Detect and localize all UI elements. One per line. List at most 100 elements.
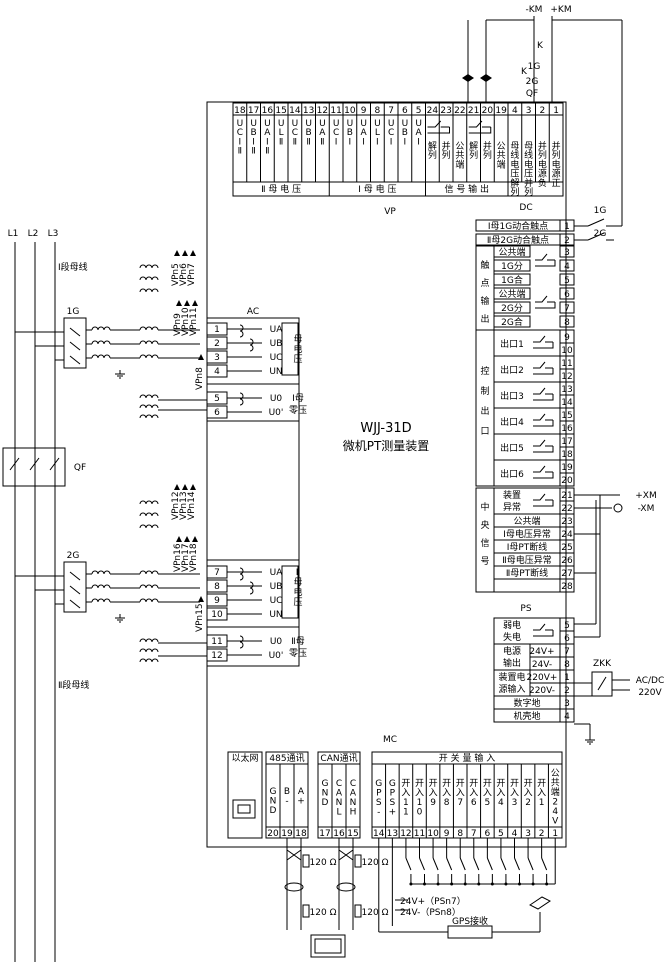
qf-breaker-box bbox=[2, 447, 66, 487]
mc-pin-number: 3 bbox=[525, 829, 531, 839]
zkk-label: ZKK bbox=[593, 659, 612, 669]
vpn-label: VPn15 bbox=[195, 603, 205, 632]
vp-terminal-label: B bbox=[347, 128, 353, 138]
vp-terminal-number: 20 bbox=[482, 106, 494, 116]
arrow-icon bbox=[174, 250, 180, 256]
dc-ext-2g-label: 2G bbox=[594, 229, 607, 239]
ps-sub-label: 220V- bbox=[529, 686, 555, 696]
gps-receiver-label: GPS接收 bbox=[452, 915, 488, 927]
dc-terminal-cell bbox=[559, 315, 575, 328]
mc-pin-label: 入 bbox=[415, 788, 424, 799]
ac-phase-label: U0' bbox=[269, 651, 284, 661]
disconnector-1g-label: 1G bbox=[67, 307, 80, 317]
ac-phase-label: UC bbox=[270, 353, 283, 363]
disconnector-2g-label: 2G bbox=[67, 551, 80, 561]
vp-title: VP bbox=[384, 207, 396, 217]
dc-output-label: 出口4 bbox=[500, 416, 524, 428]
ps-row-label: 源输入 bbox=[498, 683, 525, 695]
mc-input-switch bbox=[473, 857, 480, 871]
pt-primary-coil-icon bbox=[91, 584, 111, 589]
mc-pin-label: N bbox=[322, 789, 329, 799]
vp-terminal-label: 电 bbox=[524, 158, 533, 170]
mc-pin-label: 开 bbox=[456, 778, 465, 789]
mc-pin-label: 2 bbox=[525, 798, 531, 808]
dc-row-label: 2G分 bbox=[501, 303, 523, 314]
vp-terminal-label: B bbox=[402, 128, 408, 138]
vp-terminal-label: 电 bbox=[538, 158, 547, 170]
vp-terminal-label: 源 bbox=[552, 169, 561, 180]
ps-sub-label: 220V+ bbox=[527, 673, 558, 683]
bus-line-label: L3 bbox=[48, 229, 59, 239]
vpn-label: VPn7 bbox=[187, 263, 197, 286]
dc-contact-icon bbox=[535, 253, 556, 267]
vp-terminal-label: 共 bbox=[497, 150, 506, 161]
mc-pin-label: V bbox=[552, 817, 559, 827]
mc-pin-number: 8 bbox=[457, 829, 463, 839]
vpn-label: VPn18 bbox=[189, 543, 199, 572]
zkk-breaker-contact bbox=[597, 676, 607, 691]
vp-terminal-label: 列 bbox=[538, 149, 547, 161]
vp-terminal-label: U bbox=[360, 119, 367, 129]
dc-group-label: 输 bbox=[480, 295, 489, 307]
disconnector-2g-ground-icon bbox=[115, 614, 125, 623]
vpn-label: VPn11 bbox=[189, 307, 199, 336]
mc-pin-label: 1 bbox=[403, 798, 409, 808]
mc-pin-label: 开 bbox=[510, 778, 519, 789]
ac-phase-label: U0 bbox=[270, 637, 283, 647]
ps-terminal-number: 8 bbox=[564, 660, 570, 670]
vp-terminal-number: 22 bbox=[454, 106, 465, 116]
dc-terminal-number: 26 bbox=[561, 556, 573, 566]
ac-terminal-number: 1 bbox=[214, 325, 220, 335]
dc-terminal-number: 27 bbox=[561, 569, 572, 579]
vp-terminal-label: U bbox=[415, 119, 422, 129]
device-name: 微机PT测量装置 bbox=[343, 439, 430, 453]
ac-group-label: Ⅱ bbox=[296, 568, 300, 578]
pt-primary-coil-icon bbox=[91, 354, 111, 359]
mc-pin-label: 开 bbox=[401, 778, 410, 789]
dc-group-cell bbox=[475, 329, 495, 487]
ps-terminal-number: 7 bbox=[564, 647, 570, 657]
mc-title: MC bbox=[383, 735, 397, 745]
ac-group-label: 电 bbox=[293, 343, 302, 355]
dc-group-label: 制 bbox=[480, 385, 489, 397]
vp-terminal-label: C bbox=[333, 128, 339, 138]
arrow-icon bbox=[184, 300, 190, 306]
vp-terminal-label: 并 bbox=[483, 140, 492, 152]
dc-terminal-number: 19 bbox=[561, 463, 573, 473]
ac-group-cell bbox=[281, 322, 299, 376]
mc-pin-label: D bbox=[270, 806, 277, 816]
mc-pin-label: 开 bbox=[469, 778, 478, 789]
ac-terminal-number: 3 bbox=[214, 353, 220, 363]
mc-pin-number: 19 bbox=[281, 829, 293, 839]
dc-terminal-number: 24 bbox=[561, 530, 573, 540]
pt-coil-icon bbox=[139, 512, 159, 517]
disconnector-1g-contact bbox=[69, 327, 81, 337]
ps-row-label: 输出 bbox=[503, 657, 521, 669]
vp-terminal-number: 10 bbox=[344, 106, 356, 116]
qf-contact bbox=[9, 457, 20, 471]
mc-pin-label: 入 bbox=[429, 788, 438, 799]
vp-terminal-label: 公 bbox=[455, 141, 464, 152]
mc-485-label: 485通讯 bbox=[269, 753, 304, 764]
dc-terminal-number: 12 bbox=[561, 372, 572, 382]
mc-pin-label: G bbox=[270, 787, 277, 797]
lamp-icon bbox=[613, 503, 623, 513]
vp-terminal-label: A bbox=[361, 128, 368, 138]
vp-terminal-label: I bbox=[252, 137, 255, 147]
ps-terminal-number: 5 bbox=[564, 621, 570, 631]
mc-pin-label: 9 bbox=[430, 798, 436, 808]
ac-coil-icon bbox=[239, 324, 244, 338]
mc-input-switch bbox=[405, 857, 412, 871]
ethernet-port-inner bbox=[237, 804, 251, 814]
mc-pin-label: 开 bbox=[429, 778, 438, 789]
dc-row-label: 公共端 bbox=[498, 288, 525, 300]
vp-terminal-label: L bbox=[279, 128, 284, 138]
dc-output-label: 出口1 bbox=[500, 338, 524, 350]
mc-pin-label: 0 bbox=[417, 808, 423, 818]
vp-terminal-label: Ⅰ bbox=[349, 137, 352, 147]
bus-line-label: L2 bbox=[28, 229, 39, 239]
vp-terminal-label: C bbox=[292, 128, 298, 138]
